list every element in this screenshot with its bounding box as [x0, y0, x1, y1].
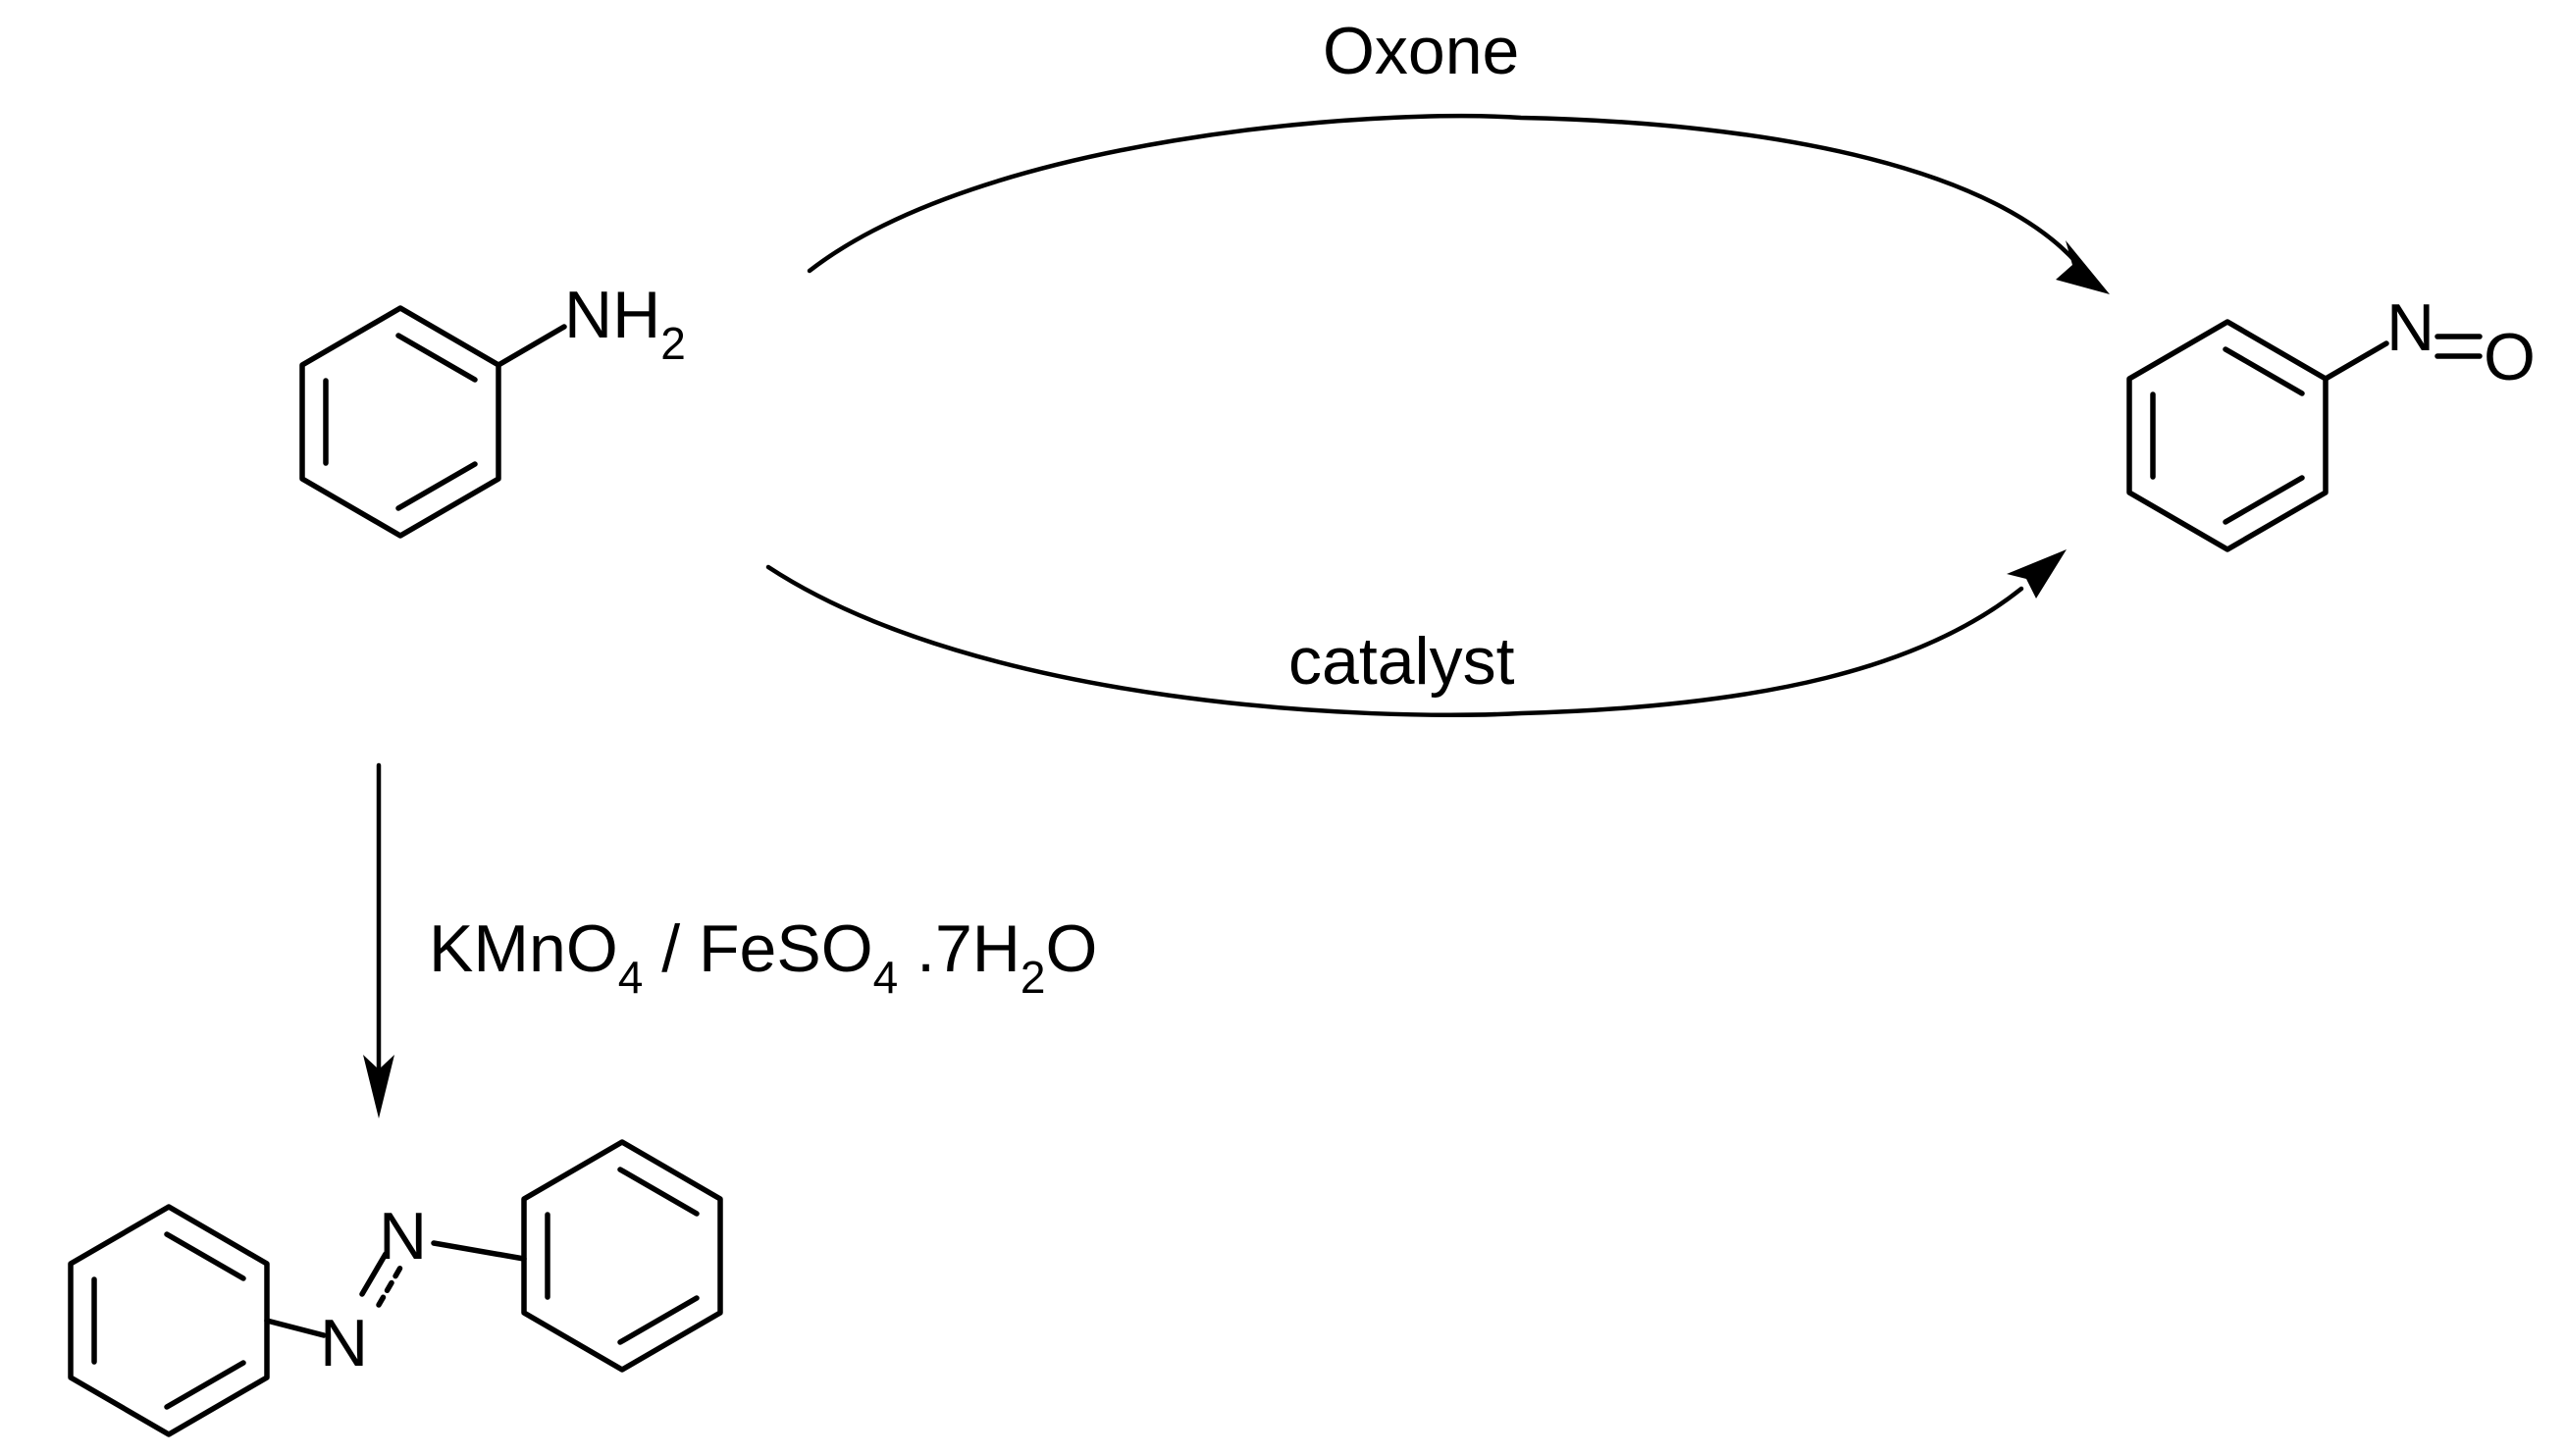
nitroso-cn-bond — [2323, 340, 2389, 382]
nitroso-n-label: N — [2386, 290, 2434, 365]
kmno4-feso4-label: KMnO4 / FeSO4 .7H2O — [429, 911, 1097, 1003]
kmno4-arrow — [363, 762, 394, 1118]
azo-left-cn-bond — [264, 1318, 327, 1338]
azo-nn-bond — [376, 1265, 403, 1308]
aniline-molecule: NH2 — [299, 278, 686, 539]
oxone-arrow — [807, 113, 2110, 294]
azo-n-bottom-label: N — [320, 1306, 368, 1380]
azo-nn-bond — [359, 1251, 389, 1297]
aniline-cn-bond — [496, 324, 567, 368]
nitroso-o-label: O — [2484, 320, 2536, 394]
nitrosobenzene-ring — [2126, 319, 2329, 552]
azobenzene-molecule: N N — [68, 1139, 723, 1437]
oxone-label: Oxone — [1323, 14, 1519, 88]
catalyst-label: catalyst — [1288, 624, 1515, 699]
azo-right-cn-bond — [431, 1240, 527, 1262]
nitrosobenzene-molecule: N O — [2126, 290, 2536, 552]
aniline-nh2-label: NH2 — [564, 278, 686, 369]
catalyst-arrow — [765, 549, 2067, 717]
azobenzene-right-ring — [521, 1139, 723, 1373]
azobenzene-left-ring — [68, 1204, 270, 1437]
aniline-ring — [299, 305, 501, 539]
azo-n-top-label: N — [379, 1199, 427, 1274]
